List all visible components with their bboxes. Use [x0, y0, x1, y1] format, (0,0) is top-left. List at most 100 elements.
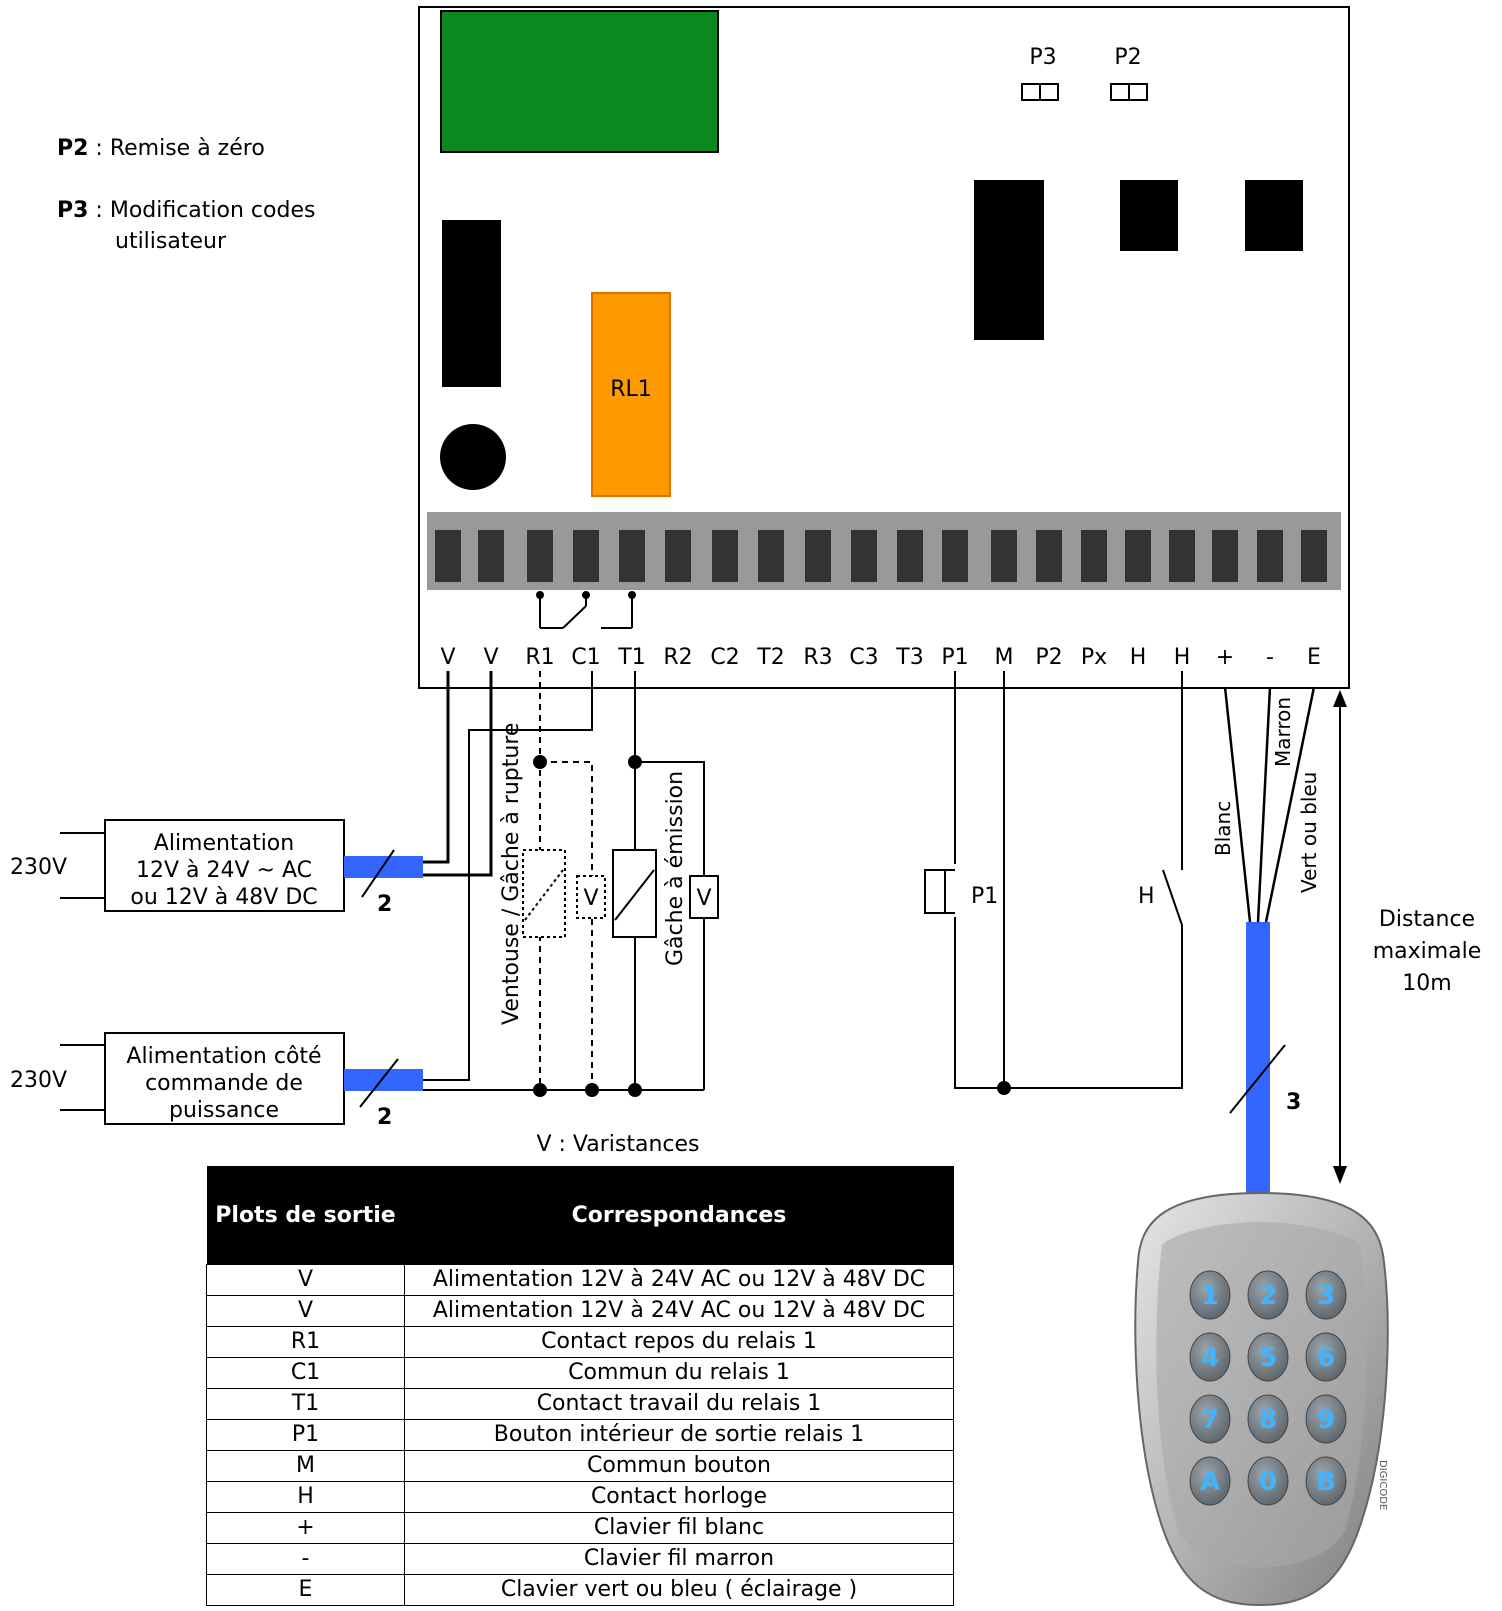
keypad-key-label: A: [1200, 1467, 1220, 1497]
power-wires: [423, 671, 493, 877]
terminal-label: M: [995, 645, 1014, 670]
pin-cell: P1: [206, 1419, 405, 1451]
supply1-line2: 12V à 24V ~ AC: [136, 858, 312, 883]
h-switch-label: H: [1138, 884, 1155, 909]
jumper-p2-label: P2: [1114, 45, 1141, 70]
legend-p3: P3 : Modification codes: [57, 198, 315, 223]
varistor-2-label: V: [696, 886, 711, 911]
terminal-block: [427, 512, 1341, 590]
varistor-1-label: V: [583, 886, 598, 911]
pin-cell: -: [206, 1543, 405, 1575]
pin-cell: M: [206, 1450, 405, 1482]
terminal-screw: [1301, 530, 1327, 582]
terminal-label: E: [1307, 645, 1321, 670]
keypad-key[interactable]: [1247, 1332, 1289, 1382]
keypad-key-label: 4: [1201, 1343, 1219, 1373]
description-cell: Bouton intérieur de sortie relais 1: [404, 1419, 954, 1451]
pin-cell: +: [206, 1512, 405, 1544]
terminal-screw: [1081, 530, 1107, 582]
supply2-line2: commande de: [145, 1071, 303, 1096]
terminal-screw: [665, 530, 691, 582]
terminal-screw: [851, 530, 877, 582]
table-row: +Clavier fil blanc: [206, 1512, 954, 1544]
relay-label: RL1: [610, 377, 652, 402]
jumper-p2: [1110, 83, 1148, 101]
terminal-label: P1: [941, 645, 968, 670]
keypad-key-label: 3: [1317, 1281, 1335, 1311]
keypad-key-label: 5: [1259, 1343, 1277, 1373]
terminal-label: T3: [895, 645, 923, 670]
keypad-key[interactable]: [1247, 1270, 1289, 1320]
keypad-key-label: 7: [1201, 1405, 1219, 1435]
supply1-wire-count: 2: [377, 892, 392, 917]
description-cell: Clavier fil marron: [404, 1543, 954, 1575]
button-circuit: [924, 671, 1183, 1089]
terminal-screw: [435, 530, 461, 582]
legend-p3-text: : Modification codes: [88, 198, 316, 223]
terminal-label: V: [440, 645, 455, 670]
c1-wires: [423, 671, 704, 1091]
contact-dot-t1: [628, 591, 636, 599]
terminal-screw: [1125, 530, 1151, 582]
terminal-screw: [805, 530, 831, 582]
display-block: [440, 10, 719, 153]
terminal-label: R1: [525, 645, 554, 670]
terminal-screw: [991, 530, 1017, 582]
chip-3: [1245, 180, 1303, 251]
legend-p2-key: P2: [57, 136, 89, 161]
terminal-screw: [712, 530, 738, 582]
terminal-screw: [758, 530, 784, 582]
terminal-screw: [1169, 530, 1195, 582]
gache-label: Gâche à émission: [663, 771, 688, 966]
supply2-line3: puissance: [169, 1098, 279, 1123]
junction-dots: [533, 755, 1011, 1097]
keypad-key[interactable]: [1247, 1456, 1289, 1506]
keypad-key[interactable]: [1189, 1394, 1231, 1444]
terminal-label: Px: [1081, 645, 1107, 670]
supply2-wire-count: 2: [377, 1105, 392, 1130]
keypad-key[interactable]: [1305, 1332, 1347, 1382]
supply1-line3: ou 12V à 48V DC: [130, 885, 317, 910]
wire-marron-label: Marron: [1271, 697, 1295, 767]
keypad-key[interactable]: [1305, 1394, 1347, 1444]
pin-cell: H: [206, 1481, 405, 1513]
terminal-label: T2: [756, 645, 784, 670]
description-cell: Clavier fil blanc: [404, 1512, 954, 1544]
terminal-label: +: [1216, 645, 1234, 670]
keypad-key[interactable]: [1189, 1332, 1231, 1382]
supply2-box: [104, 1032, 345, 1125]
wire-vert-label: Vert ou bleu: [1297, 772, 1321, 893]
chip-left: [442, 220, 501, 387]
description-cell: Contact repos du relais 1: [404, 1326, 954, 1358]
keypad-key[interactable]: [1305, 1456, 1347, 1506]
keypad-key[interactable]: [1247, 1394, 1289, 1444]
terminal-screw: [1212, 530, 1238, 582]
keypad-wire-count: 3: [1286, 1090, 1301, 1115]
terminal-label: T1: [617, 645, 645, 670]
keypad-brand: DIGICODE: [1377, 1460, 1388, 1510]
supply2-voltage: 230V: [10, 1068, 67, 1093]
keypad-key-label: 8: [1259, 1405, 1277, 1435]
keypad-key-label: 1: [1201, 1281, 1219, 1311]
legend-p3-key: P3: [57, 198, 89, 223]
keypad-key-label: 9: [1317, 1405, 1335, 1435]
terminal-screw: [897, 530, 923, 582]
keypad-key[interactable]: [1189, 1456, 1231, 1506]
terminal-screws: [435, 530, 1327, 582]
distance-line1: Distance: [1379, 907, 1475, 932]
keypad-key-label: B: [1316, 1467, 1336, 1497]
keypad-key[interactable]: [1189, 1270, 1231, 1320]
keypad-wires: [1223, 686, 1316, 923]
description-cell: Commun bouton: [404, 1450, 954, 1482]
keypad-key[interactable]: [1305, 1270, 1347, 1320]
chip-2: [1120, 180, 1178, 251]
distance-line2: maximale: [1373, 939, 1482, 964]
